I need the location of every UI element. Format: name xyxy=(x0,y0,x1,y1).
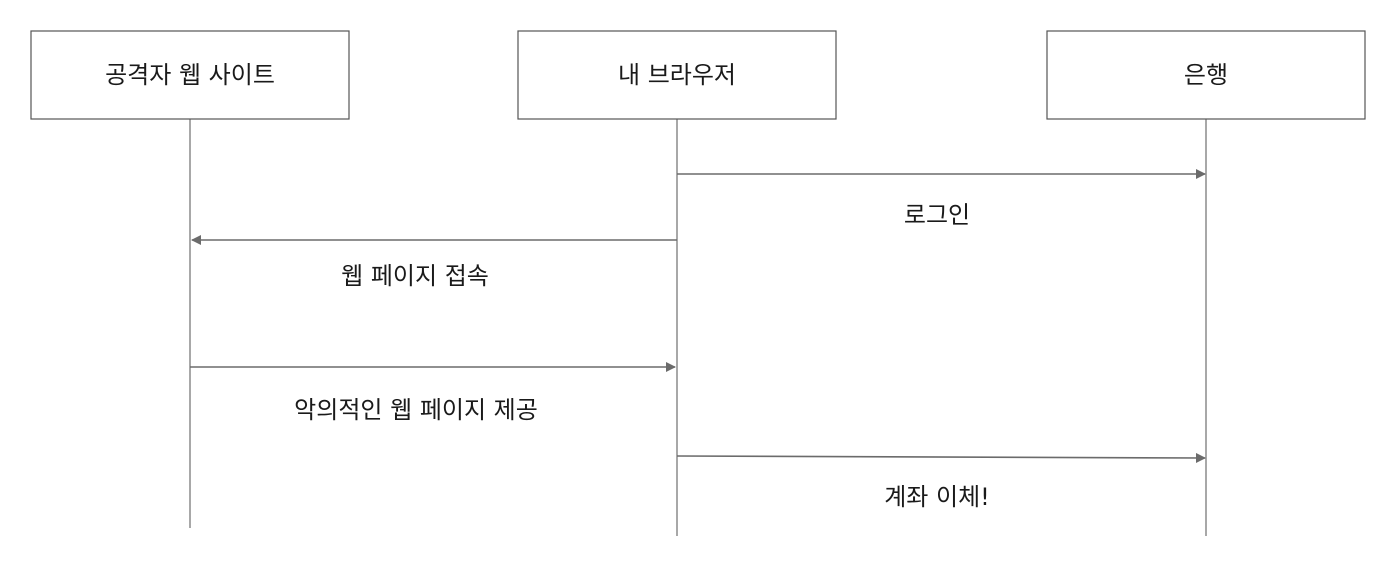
participant-attacker: 공격자 웹 사이트 xyxy=(30,30,350,120)
participant-label: 은행 xyxy=(1184,61,1228,89)
message-malicious-page: 악의적인 웹 페이지 제공 xyxy=(190,362,676,424)
message-label: 로그인 xyxy=(904,201,970,229)
message-label-highlight: 계좌 이체! xyxy=(884,483,990,511)
participant-browser: 내 브라우저 xyxy=(517,30,837,120)
message-visit-page: 웹 페이지 접속 xyxy=(191,235,677,290)
message-label: 웹 페이지 접속 xyxy=(341,262,489,290)
participant-label: 내 브라우저 xyxy=(618,61,736,89)
participant-bank: 은행 xyxy=(1046,30,1366,120)
message-login: 로그인 xyxy=(677,169,1206,229)
participant-box xyxy=(30,30,350,120)
participant-label: 공격자 웹 사이트 xyxy=(105,61,275,89)
message-label: 악의적인 웹 페이지 제공 xyxy=(294,396,538,424)
message-arrow xyxy=(676,452,1206,463)
message-transfer: 계좌 이체! xyxy=(676,452,1206,511)
participant-box xyxy=(1046,30,1366,120)
participant-box xyxy=(517,30,837,120)
